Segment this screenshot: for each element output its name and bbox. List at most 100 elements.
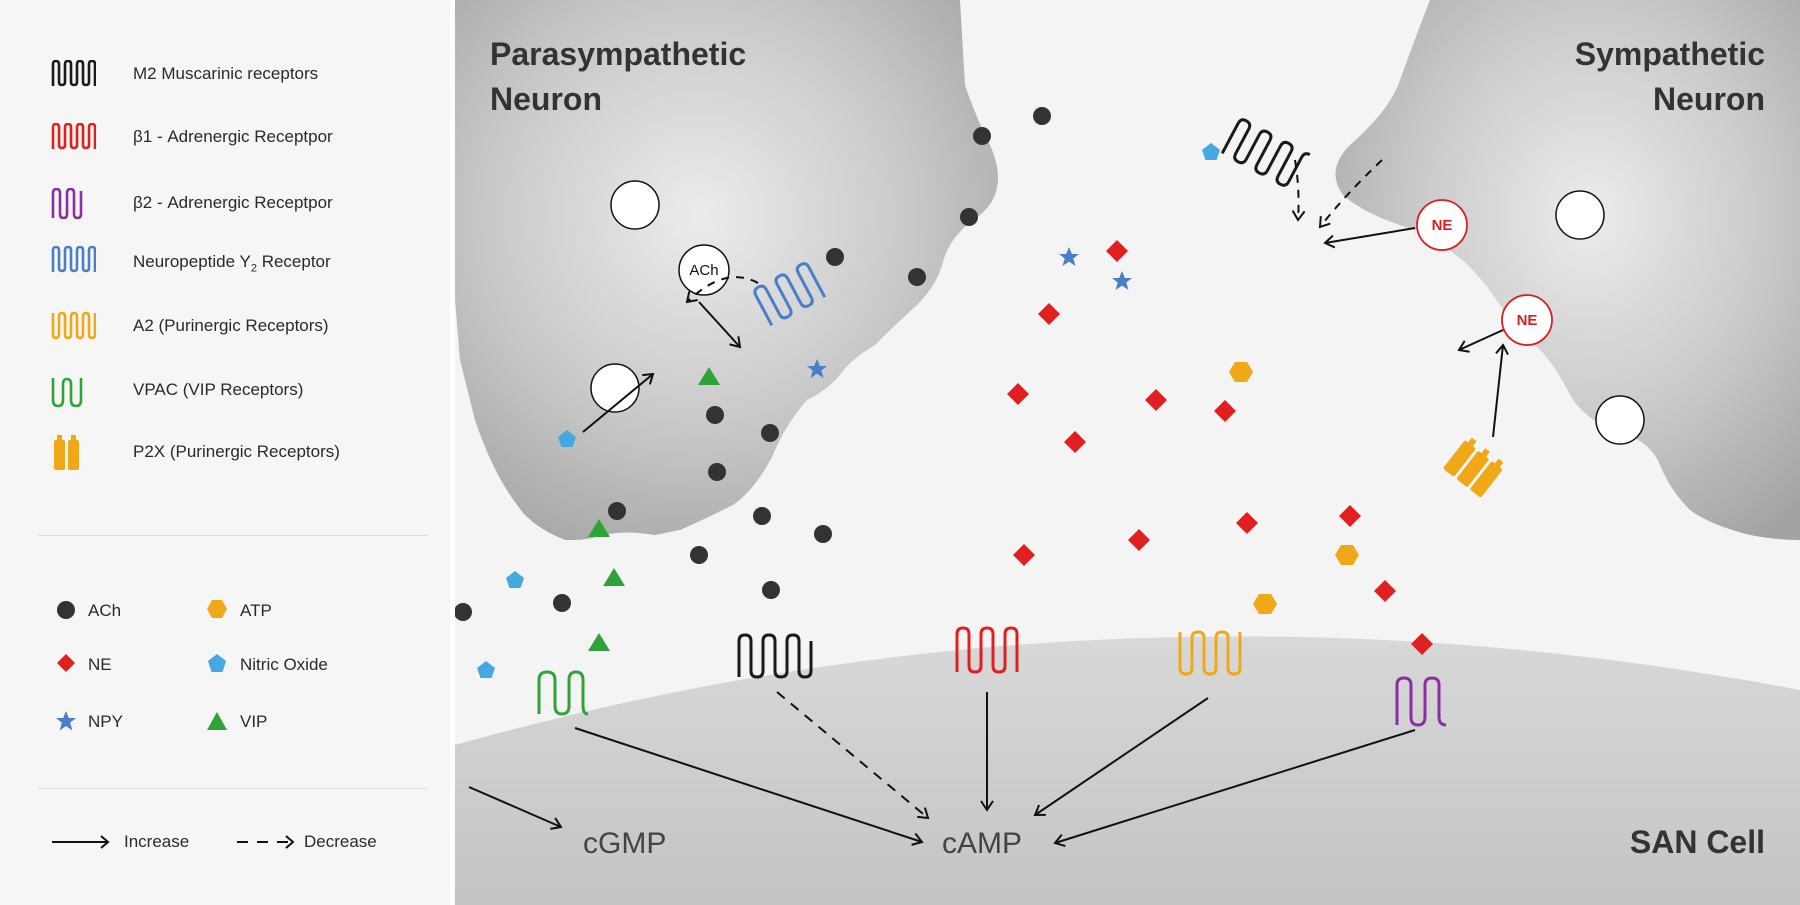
arrow-p2x-to-ne — [1492, 343, 1509, 438]
legend-ach-label: ACh — [88, 601, 122, 620]
arrow-no-to-neuron — [582, 372, 655, 433]
ach-molecule — [706, 406, 724, 424]
ne-molecule — [1214, 400, 1236, 422]
nitric-oxide-molecule — [558, 430, 576, 447]
sympathetic-neuron-body — [1335, 0, 1800, 540]
vip-molecule — [588, 519, 610, 537]
npy-molecule — [1059, 247, 1079, 266]
ach-molecule — [690, 546, 708, 564]
npy-receptor-presynaptic — [753, 262, 827, 327]
legend-decrease-label: Decrease — [304, 832, 377, 851]
vip-molecule — [588, 633, 610, 651]
ach-vesicle: ACh — [678, 244, 730, 296]
legend-vip-label: VIP — [240, 712, 268, 731]
legend-panel: M2 Muscarinic receptors β1 - Adrenergic … — [0, 0, 450, 905]
legend-divider-2 — [38, 788, 428, 789]
vesicle-right-2 — [1595, 395, 1645, 445]
parasympathetic-title-line1: Parasympathetic — [490, 36, 746, 72]
legend-atp-label: ATP — [240, 601, 272, 620]
beta1-receptor-icon — [51, 123, 96, 150]
arrow-no-decrease-sympathetic — [1318, 159, 1383, 229]
ne-molecule-icon — [57, 654, 75, 672]
arrow-m2-decrease-sympathetic — [1291, 159, 1306, 222]
vip-molecule-icon — [207, 712, 227, 730]
ne-molecule — [1236, 512, 1258, 534]
ne-molecule — [1106, 240, 1128, 262]
svg-text:ACh: ACh — [689, 262, 718, 279]
arrow-ne-to-sympathetic — [1323, 227, 1416, 249]
camp-label: cAMP — [942, 827, 1022, 860]
beta1-receptor-postsynaptic — [955, 626, 1019, 674]
svg-text:NE: NE — [1432, 217, 1453, 234]
san-cell-label: SAN Cell — [1630, 824, 1765, 860]
legend-npy-label: Neuropeptide Y2 Receptor — [133, 252, 331, 275]
ne-molecule — [1145, 389, 1167, 411]
legend-npy-molecule-label: NPY — [88, 712, 123, 731]
increase-arrow-icon — [52, 835, 110, 849]
decrease-arrow-icon — [237, 835, 295, 849]
legend-vpac-label: VPAC (VIP Receptors) — [133, 380, 304, 399]
m2-receptor-icon — [51, 60, 96, 87]
p2x-receptor-presynaptic — [1443, 437, 1504, 498]
vesicle-left-2 — [590, 363, 640, 413]
atp-molecule — [1335, 545, 1359, 565]
ach-molecule — [826, 248, 844, 266]
ach-molecule — [455, 603, 472, 621]
cgmp-label: cGMP — [583, 827, 666, 860]
ach-molecule — [553, 594, 571, 612]
atp-molecule — [1229, 362, 1253, 382]
ne-molecule — [1339, 505, 1361, 527]
nitric-oxide-molecule — [506, 571, 524, 588]
ach-molecule — [762, 581, 780, 599]
npy-receptor-icon — [51, 246, 96, 273]
vesicle-left-1 — [610, 180, 660, 230]
ne-vesicle-2: NE — [1501, 294, 1553, 346]
sympathetic-title-line2: Neuron — [1653, 81, 1765, 117]
npy-molecule-icon — [56, 711, 76, 731]
p2x-receptor-icon — [54, 435, 79, 470]
synapse-diagram: Parasympathetic Neuron Sympathetic Neuro… — [455, 0, 1800, 905]
atp-molecule-icon — [207, 600, 227, 618]
legend-divider-1 — [38, 535, 428, 536]
arrow-ach-to-neuron — [698, 301, 742, 349]
npy-molecule — [807, 359, 827, 378]
ne-molecule — [1374, 580, 1396, 602]
svg-text:NE: NE — [1517, 312, 1538, 329]
ne-molecule — [1013, 544, 1035, 566]
a2-receptor-icon — [51, 312, 96, 340]
a2-receptor-postsynaptic — [1178, 630, 1242, 676]
nitric-oxide-molecule — [1202, 143, 1220, 160]
ne-molecule — [1064, 431, 1086, 453]
ach-molecule-icon — [57, 601, 75, 619]
arrow-m2-to-camp-decrease — [776, 691, 930, 820]
ne-vesicle-1: NE — [1416, 199, 1468, 251]
legend-beta2-label: β2 - Adrenergic Receptpor — [133, 193, 333, 212]
legend-a2-label: A2 (Purinergic Receptors) — [133, 316, 329, 335]
vip-molecule — [698, 367, 720, 385]
vip-molecule — [603, 568, 625, 586]
legend-p2x-label: P2X (Purinergic Receptors) — [133, 442, 340, 461]
npy-molecule — [1112, 271, 1132, 290]
sympathetic-title-line1: Sympathetic — [1575, 36, 1765, 72]
atp-molecule — [1253, 594, 1277, 614]
arrow-ne2-to-sympathetic — [1457, 329, 1504, 353]
legend-nitric-oxide-label: Nitric Oxide — [240, 655, 328, 674]
ne-molecule — [1007, 383, 1029, 405]
legend-m2-label: M2 Muscarinic receptors — [133, 64, 319, 83]
ach-molecule — [814, 525, 832, 543]
vesicle-right-1 — [1555, 190, 1605, 240]
arrow-npy-decrease-presynaptic — [685, 276, 759, 304]
ach-molecule — [608, 502, 626, 520]
arrow-beta2-to-camp — [1053, 729, 1416, 847]
m2-receptor-postsynaptic — [737, 633, 813, 679]
ne-molecule — [1038, 303, 1060, 325]
ach-molecule — [761, 424, 779, 442]
ach-molecule — [753, 507, 771, 525]
m2-receptor-presynaptic — [1220, 118, 1311, 187]
arrow-no-to-cgmp — [468, 786, 563, 830]
nitric-oxide-molecule-icon — [208, 654, 226, 672]
ach-molecule — [973, 127, 991, 145]
ne-molecule — [1128, 529, 1150, 551]
ach-molecule — [908, 268, 926, 286]
ach-molecule — [960, 208, 978, 226]
